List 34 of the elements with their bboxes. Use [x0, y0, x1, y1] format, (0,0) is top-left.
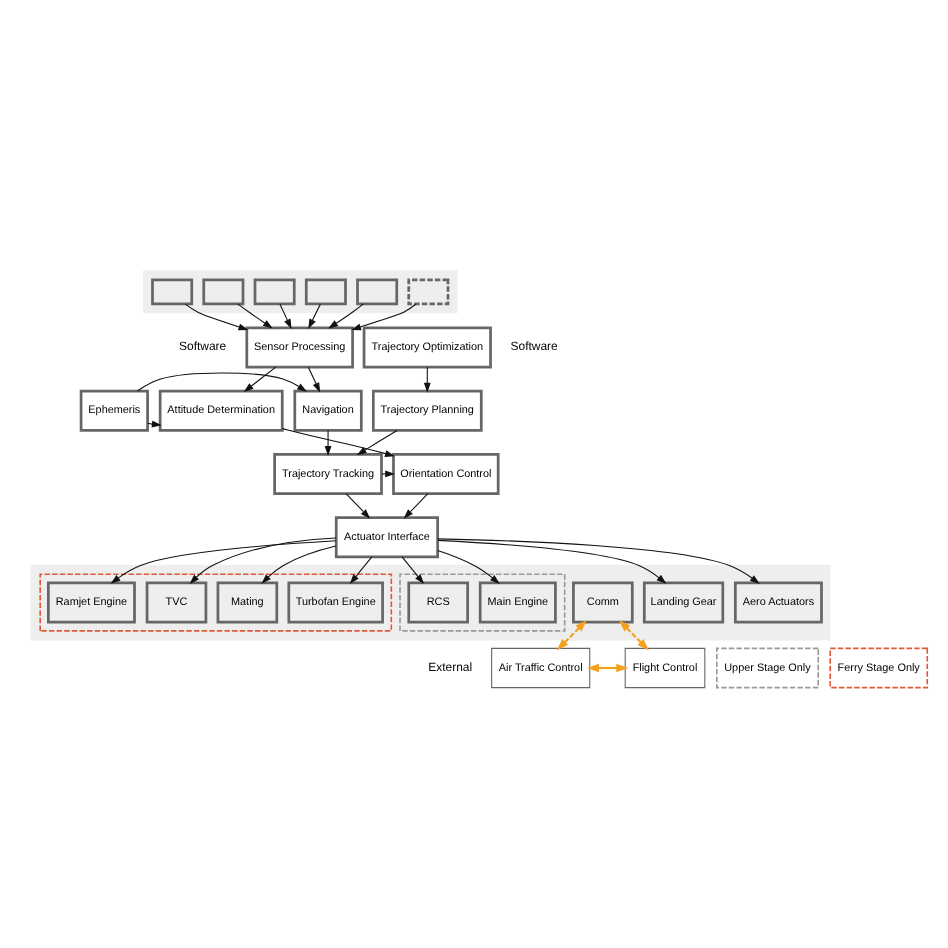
arrow	[109, 539, 336, 583]
arrow	[585, 662, 628, 672]
arrow	[436, 538, 666, 583]
arrow	[260, 544, 336, 583]
node-box	[201, 277, 244, 305]
arrow	[380, 469, 395, 477]
node-box	[355, 277, 398, 305]
arrow	[327, 302, 364, 328]
arrow	[307, 302, 320, 328]
node-box	[406, 277, 449, 305]
arrow	[355, 428, 397, 455]
arrow	[555, 618, 586, 650]
node-box	[303, 277, 346, 305]
arrow	[400, 555, 424, 584]
arrow	[306, 365, 320, 392]
arrow	[344, 492, 370, 518]
arrow	[135, 371, 306, 391]
arrow	[617, 618, 648, 650]
arrow	[436, 548, 499, 583]
arrow	[436, 537, 759, 583]
arrow	[348, 555, 372, 584]
arrow	[236, 302, 272, 328]
arrow	[146, 419, 161, 427]
node-box	[150, 277, 193, 305]
arrow	[323, 428, 331, 455]
arrow	[188, 536, 336, 584]
cluster	[29, 563, 830, 640]
node-box	[252, 277, 295, 305]
cluster	[141, 269, 457, 313]
arrow	[402, 492, 428, 518]
arrow	[183, 302, 248, 330]
arrow	[278, 302, 291, 328]
arrow	[350, 302, 416, 330]
arrow	[242, 365, 276, 392]
